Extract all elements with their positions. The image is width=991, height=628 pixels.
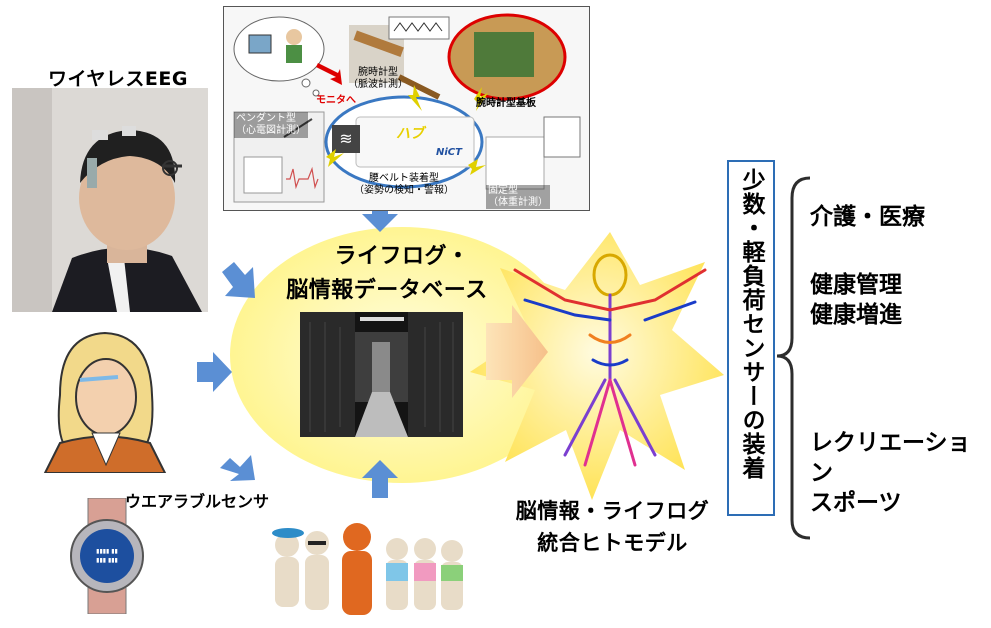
belt-type-label: 腰ベルト装着型 （姿勢の検知・警報） — [354, 173, 454, 197]
app-recreation: レクリエーション — [810, 430, 971, 486]
app-health: 健康管理 健康増進 — [810, 270, 902, 330]
pendant-label: ペンダント型 （心電図計測） — [234, 112, 308, 138]
svg-text:▮▮▮ ▮▮▮: ▮▮▮ ▮▮▮ — [96, 557, 118, 564]
smart-glasses-woman — [40, 325, 170, 473]
app-care-medical: 介護・医療 — [810, 204, 925, 230]
model-line1: 脳情報・ライフログ — [515, 499, 710, 523]
arrow-from-hub — [362, 200, 398, 232]
model-title: 脳情報・ライフログ 統合ヒトモデル — [500, 495, 725, 559]
wireless-eeg-label: ワイヤレスEEG — [48, 68, 188, 90]
sensor-hub-panel: ≋ モニタへ 腕時計型 （脈波計測） 腕時計型基板 ペンダント型 （心電図計測）… — [223, 6, 590, 211]
database-line1: ライフログ・ — [334, 244, 470, 269]
hub-brand: NiCT — [436, 147, 462, 158]
database-title: ライフログ・ 脳情報データベース — [286, 240, 512, 308]
applications-bracket — [776, 176, 811, 540]
db-to-model-arrow — [486, 305, 548, 398]
watch-type-line2: （脈波計測） — [348, 79, 408, 90]
database-line2: 脳情報データベース — [286, 278, 488, 303]
eeg-person-illustration — [12, 88, 208, 312]
fixed-line1: 固定型 — [488, 185, 518, 196]
model-line2: 統合ヒトモデル — [537, 531, 688, 555]
eeg-photo — [12, 88, 208, 312]
belt-line2: （姿勢の検知・警報） — [354, 185, 454, 196]
app-health-line2: 健康増進 — [810, 302, 902, 328]
server-room-photo — [300, 312, 463, 437]
belt-line1: 腰ベルト装着型 — [369, 173, 439, 184]
arrow-from-wearable — [220, 455, 255, 481]
svg-text:▮▮▮▮ ▮▮: ▮▮▮▮ ▮▮ — [96, 548, 118, 555]
svg-text:≋: ≋ — [339, 129, 352, 148]
app-health-line1: 健康管理 — [810, 272, 902, 298]
fixed-line2: （体重計測） — [488, 197, 548, 208]
pendant-line2: （心電図計測） — [236, 125, 306, 136]
vitruvian-figure — [513, 253, 707, 467]
input-arrows — [197, 200, 398, 498]
app-sports: スポーツ — [810, 490, 902, 516]
arrow-from-people — [362, 460, 398, 498]
sensor-banner: 少数・軽負荷センサーの装着 — [727, 160, 775, 516]
arrow-from-glasses — [197, 352, 232, 392]
monitor-label: モニタへ — [316, 95, 356, 106]
arrow-from-eeg — [222, 262, 255, 298]
hub-label: ハブ — [396, 126, 424, 142]
model-star — [470, 232, 724, 500]
wearable-watch: ▮▮▮▮ ▮▮ ▮▮▮ ▮▮▮ — [62, 498, 152, 614]
pendant-line1: ペンダント型 — [236, 113, 296, 124]
wearable-sensor-label: ウエアラブルセンサ — [125, 492, 270, 511]
people-figures — [262, 515, 474, 625]
hub-panel-graphics: ≋ — [233, 13, 581, 203]
watch-board-label: 腕時計型基板 — [476, 98, 536, 109]
fixed-type-label: 固定型 （体重計測） — [486, 185, 550, 209]
watch-type-line1: 腕時計型 — [358, 67, 398, 78]
watch-type-label: 腕時計型 （脈波計測） — [348, 67, 408, 91]
